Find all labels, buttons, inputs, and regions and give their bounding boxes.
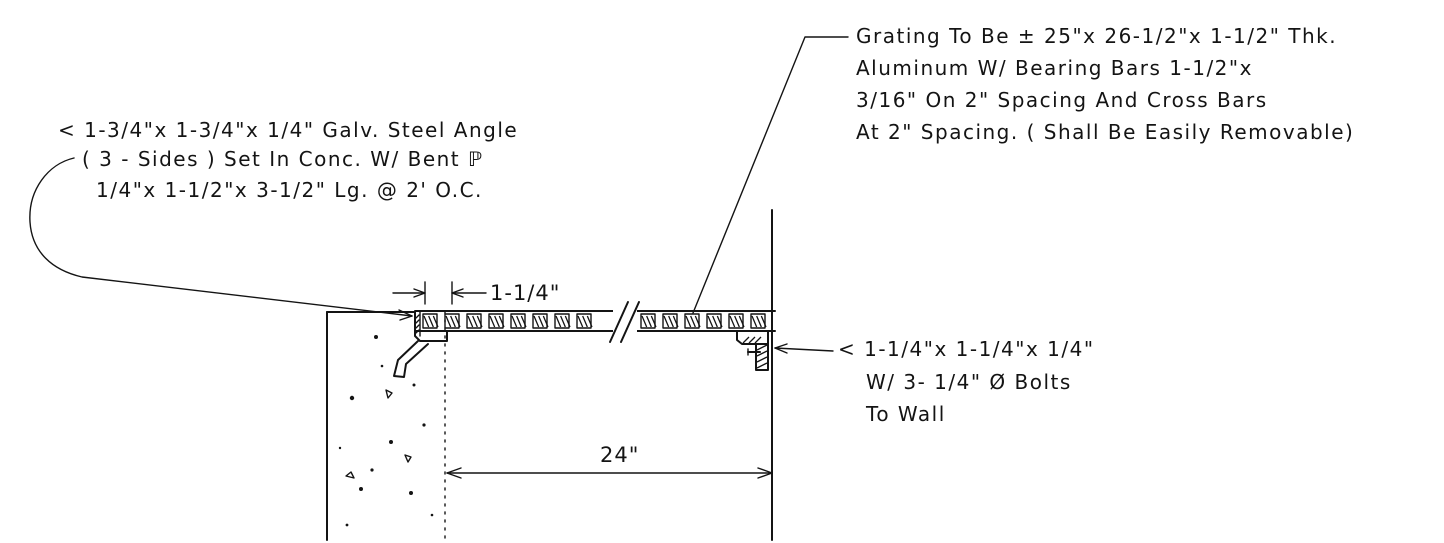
dimension-offset: 1-1/4" (392, 281, 560, 305)
bearing-bar (662, 313, 678, 329)
bearing-bar-hatch (542, 315, 549, 328)
bearing-bar-hatch (729, 315, 736, 328)
bearing-bar-hatch (712, 315, 718, 328)
bearing-bar-hatch (555, 315, 562, 328)
bearing-bar-hatch (716, 315, 723, 328)
bearing-bar-hatch (511, 315, 518, 328)
bearing-bar (728, 313, 744, 329)
bearing-bar (488, 313, 504, 329)
bearing-bar-hatch (489, 315, 496, 328)
bearing-bar-hatch (445, 315, 452, 328)
dimension-offset-label: 1-1/4" (490, 281, 560, 305)
right-steel-angle (736, 330, 769, 371)
bearing-bar-hatch (646, 315, 652, 328)
bearing-bar-hatch (520, 315, 527, 328)
bearing-bar-hatch (476, 315, 483, 328)
note-grating-line-1: Grating To Be ± 25"x 26-1/2"x 1-1/2" Thk… (856, 24, 1337, 48)
note-angle: < 1-3/4"x 1-3/4"x 1/4" Galv. Steel Angle… (58, 118, 518, 202)
bearing-bar-hatch (756, 315, 762, 328)
bearing-bar-hatch (738, 315, 745, 328)
note-angle-line-3: 1/4"x 1-1/2"x 3-1/2" Lg. @ 2' O.C. (96, 178, 483, 202)
note-bolts-line-3: To Wall (865, 402, 946, 426)
bearing-bar-hatch (423, 315, 430, 328)
bearing-bar-hatch (586, 315, 593, 328)
bearing-bar-hatch (734, 315, 740, 328)
bearing-bar-hatch (564, 315, 571, 328)
bearing-bar-hatch (472, 315, 478, 328)
bearing-bar-hatch (707, 315, 714, 328)
bearing-bar-hatch (516, 315, 522, 328)
bearing-bar (510, 313, 526, 329)
grating (414, 301, 776, 343)
bearing-bar-hatch (432, 315, 439, 328)
bearing-bar-hatch (685, 315, 692, 328)
bearing-bar-hatch (668, 315, 674, 328)
bearing-bar-hatch (751, 315, 758, 328)
dimension-width-label: 24" (600, 443, 639, 467)
bearing-bar (706, 313, 722, 329)
note-grating-line-3: 3/16" On 2" Spacing And Cross Bars (856, 88, 1268, 112)
bearing-bar (444, 313, 460, 329)
left-steel-angle (393, 311, 448, 378)
bearing-bar-hatch (560, 315, 566, 328)
bearing-bar-hatch (498, 315, 505, 328)
bearing-bar-hatch (694, 315, 701, 328)
note-bolts-line-1: < 1-1/4"x 1-1/4"x 1/4" (838, 337, 1095, 361)
bearing-bar-hatch (641, 315, 648, 328)
bearing-bar-hatch (538, 315, 544, 328)
bearing-bar-hatch (454, 315, 461, 328)
bearing-bar-hatch (494, 315, 500, 328)
bearing-bar (554, 313, 570, 329)
bearing-bar (684, 313, 700, 329)
note-grating-line-2: Aluminum W/ Bearing Bars 1-1/2"x (856, 56, 1253, 80)
bearing-bar-hatch (760, 315, 767, 328)
note-bolts-line-2: W/ 3- 1/4" Ø Bolts (866, 370, 1072, 394)
bearing-bar-hatch (582, 315, 588, 328)
bearing-bar-hatch (533, 315, 540, 328)
note-angle-line-2: ( 3 - Sides ) Set In Conc. W/ Bent ℙ (82, 147, 484, 171)
bearing-bar-hatch (577, 315, 584, 328)
leader-lines (29, 36, 849, 354)
bearing-bar-hatch (467, 315, 474, 328)
note-grating-line-4: At 2" Spacing. ( Shall Be Easily Removab… (856, 120, 1354, 144)
note-grating: Grating To Be ± 25"x 26-1/2"x 1-1/2" Thk… (856, 24, 1354, 144)
break-symbol (609, 301, 640, 343)
bearing-bar (532, 313, 548, 329)
note-bolts: < 1-1/4"x 1-1/4"x 1/4" W/ 3- 1/4" Ø Bolt… (838, 337, 1095, 426)
bearing-bar (750, 313, 766, 329)
bearing-bar-hatch (450, 315, 456, 328)
bearing-bar-hatch (690, 315, 696, 328)
bearing-bar (466, 313, 482, 329)
bearing-bar (422, 313, 438, 329)
concrete-wall (326, 311, 446, 541)
bearing-bar (640, 313, 656, 329)
bearing-bar-hatch (428, 315, 434, 328)
dimension-width: 24" (446, 443, 773, 479)
bearing-bar-hatch (650, 315, 657, 328)
bearing-bar-hatch (672, 315, 679, 328)
note-angle-line-1: < 1-3/4"x 1-3/4"x 1/4" Galv. Steel Angle (58, 118, 518, 142)
bearing-bar-hatch (663, 315, 670, 328)
bearing-bar (576, 313, 592, 329)
